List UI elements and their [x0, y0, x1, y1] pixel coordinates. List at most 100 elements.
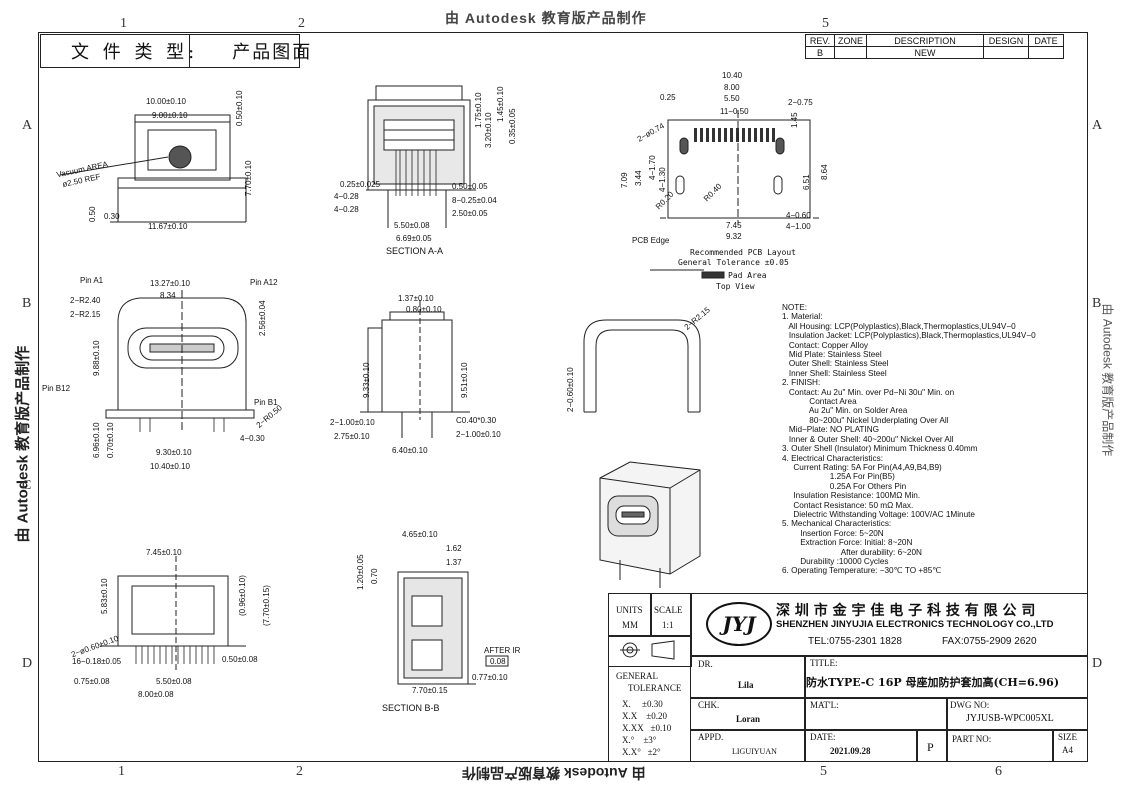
title-value: 防水TYPE-C 16P 母座加防护套加高(CH=6.96)	[806, 676, 1060, 689]
dr-value: Lila	[738, 680, 754, 690]
dim-side-100b: 2−1.00±0.10	[456, 430, 501, 439]
dim-aa-028b: 4−0.28	[334, 205, 359, 214]
dim-front-834: 8.34	[160, 291, 176, 300]
dim-pcb-100: 4−1.00	[786, 222, 811, 231]
note-line: Mid−Plate: NO PLATING	[782, 425, 879, 435]
projection-symbol	[608, 635, 692, 667]
note-line: All Housing: LCP(Polyplastics),Black,The…	[782, 321, 1016, 331]
projection-icon	[620, 640, 675, 660]
date-label: DATE:	[810, 732, 836, 742]
company-name-en: SHENZHEN JINYUJIA ELECTRONICS TECHNOLOGY…	[776, 619, 1054, 630]
zone-value	[833, 46, 868, 59]
dim-side-chamfer: C0.40*0.30	[456, 416, 497, 425]
zone-row-b: B	[22, 296, 32, 311]
note-line: Contact: Copper Alloy	[782, 340, 869, 350]
pcb-pad-area: Pad Area	[728, 271, 767, 280]
note-line: NOTE:	[782, 303, 808, 312]
zone-row-d: D	[22, 656, 33, 671]
scale-value: 1:1	[662, 620, 674, 630]
part-no-label: PART NO:	[952, 734, 992, 744]
note-line: Current Rating: 5A For Pin(A4,A9,B4,B9)	[782, 462, 942, 472]
note-line: Insulation Jacket: LCP(Polyplastics),Bla…	[782, 331, 1036, 341]
dim-aa-250: 2.50±0.05	[452, 209, 488, 218]
dim-top-inner: 9.00±0.10	[152, 111, 188, 120]
dim-bb-077: 0.77±0.10	[472, 673, 508, 682]
revision-table: REV. ZONE DESCRIPTION DESIGN DATE B NEW	[805, 34, 1065, 59]
dim-pcb-800: 8.00	[724, 83, 740, 92]
zone-col-6: 6	[995, 764, 1002, 779]
matl-label: MAT'L:	[810, 700, 839, 710]
note-line: Mid Plate: Stainless Steel	[782, 350, 882, 360]
zone-row-a: A	[22, 118, 33, 133]
zone-col-2: 2	[296, 764, 303, 779]
dim-side-080: 0.80±0.10	[406, 305, 442, 314]
dim-pcb-745: 7.45	[726, 221, 742, 230]
zone-col-1-top: 1	[120, 16, 127, 31]
size-value: A4	[1062, 745, 1073, 755]
notes-block: NOTE:1. Material: All Housing: LCP(Polyp…	[782, 303, 1036, 576]
dim-pcb-1040: 10.40	[722, 71, 743, 80]
zone-row-c: C	[22, 478, 32, 493]
note-line: Contact: Au 2u" Min. over Pd−Ni 30u" Min…	[782, 387, 955, 397]
date-value	[1028, 46, 1065, 59]
note-line: Durability :10000 Cycles	[782, 556, 889, 566]
tolerance-x: X. ±0.30	[622, 699, 663, 709]
dim-front-930: 9.30±0.10	[156, 448, 192, 457]
note-line: Au 2u" Min. on Solder Area	[782, 406, 908, 416]
file-type-box: 文 件 类 型: 产品图面	[40, 34, 310, 68]
date-value: 2021.09.28	[830, 746, 871, 756]
note-line: 3. Outer Shell (Insulator) Minimum Thick…	[782, 444, 978, 454]
dim-front-1040: 10.40±0.10	[150, 462, 190, 471]
size-label: SIZE	[1058, 732, 1077, 742]
drawing-frame	[38, 32, 1088, 762]
dim-bb-770: 7.70±0.15	[412, 686, 448, 695]
scale-label: SCALE	[654, 605, 683, 615]
appd-value: LIGUIYUAN	[732, 747, 777, 756]
company-name-cn: 深 圳 市 金 宇 佳 电 子 科 技 有 限 公 司	[776, 603, 1036, 619]
pcb-layout-title: Recommended PCB Layout	[690, 248, 796, 257]
dim-top-step: 0.30	[104, 212, 120, 221]
dim-pcb-025: 0.25	[660, 93, 676, 102]
dim-bb-070: 0.70	[370, 568, 379, 584]
dwg-label: DWG NO:	[950, 700, 990, 710]
dim-side-275: 2.75±0.10	[334, 432, 370, 441]
company-header	[690, 593, 1088, 657]
company-logo: JYJ	[706, 602, 772, 646]
note-line: Extraction Force: Initial: 8~20N	[782, 538, 913, 548]
zone-col-1: 1	[118, 764, 125, 779]
tolerance-xx: X.X ±0.20	[622, 711, 667, 721]
description-value: NEW	[866, 46, 985, 59]
dim-bottom-745: 7.45±0.10	[146, 548, 182, 557]
dim-aa-669: 6.69±0.05	[396, 234, 432, 243]
zone-col-5-top: 5	[822, 16, 829, 31]
tolerance-angle: X.° ±3°	[622, 735, 657, 745]
dim-bb-465: 4.65±0.10	[402, 530, 438, 539]
zone-row-a-right: A	[1092, 118, 1103, 133]
pin-b1-label: Pin B1	[254, 398, 278, 407]
note-line: Contact Resistance: 50 mΩ Max.	[782, 500, 914, 510]
dim-bottom-050: 0.50±0.08	[222, 655, 258, 664]
dim-side-640: 6.40±0.10	[392, 446, 428, 455]
dim-pcb-075: 2−0.75	[788, 98, 813, 107]
rev-value: B	[805, 46, 835, 59]
units-value: MM	[622, 620, 639, 630]
dim-bb-137: 1.37	[446, 558, 462, 567]
page-label: P	[927, 740, 934, 754]
section-aa-label: SECTION A-A	[386, 246, 444, 256]
pcb-top-view: Top View	[716, 282, 755, 291]
dim-pcb-932: 9.32	[726, 232, 742, 241]
chk-label: CHK.	[698, 700, 720, 710]
tolerance-xxx: X.XX ±0.10	[622, 723, 672, 733]
dim-top-overall: 11.67±0.10	[148, 222, 188, 231]
note-line: 80~200u" Nickel Underplating Over All	[782, 415, 949, 425]
note-line: 5. Mechanical Characteristics:	[782, 519, 892, 529]
watermark-top: 由 Autodesk 教育版产品制作	[445, 10, 647, 26]
note-line: 6. Operating Temperature: −30℃ TO +85℃	[782, 566, 942, 576]
dim-side-137: 1.37±0.10	[398, 294, 434, 303]
dim-aa-050: 0.50±0.05	[452, 182, 488, 191]
